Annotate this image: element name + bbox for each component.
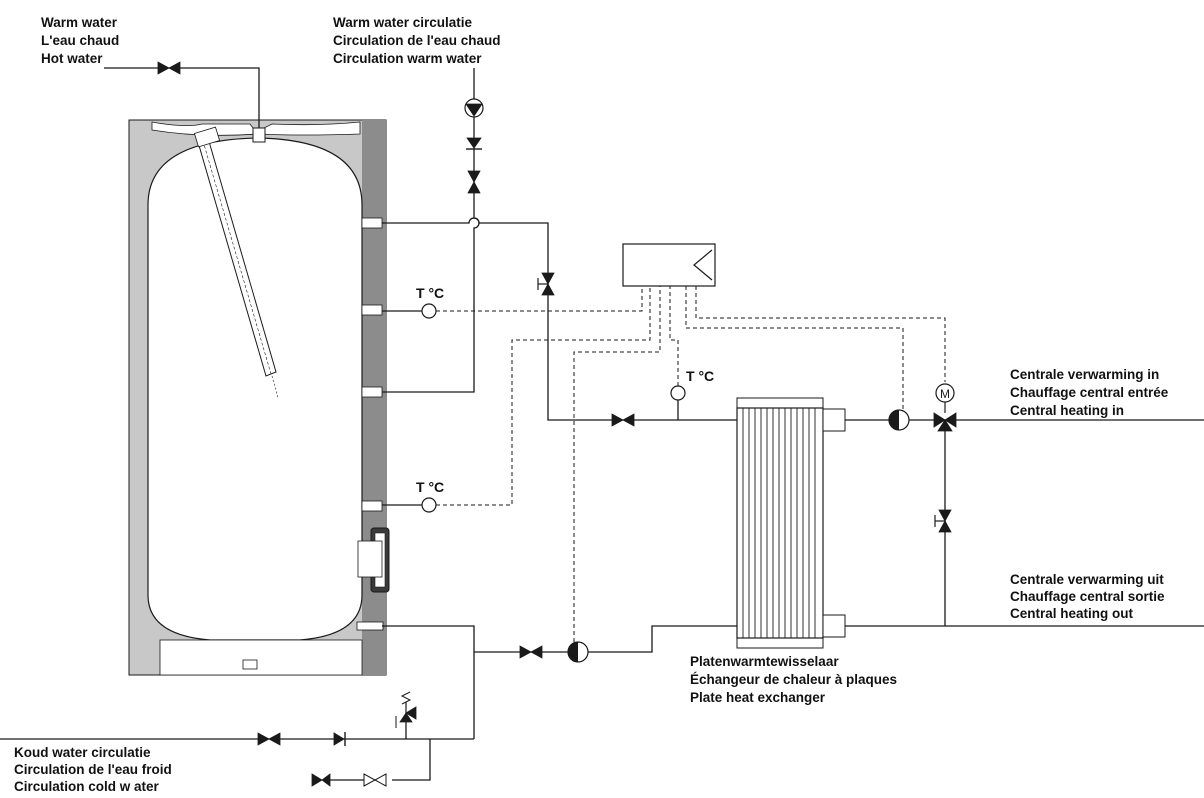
label-hot-water-en: Hot water — [41, 51, 103, 66]
pipe-bottom-to-exchanger — [474, 625, 737, 653]
label-cold-en: Circulation cold w ater — [14, 779, 160, 794]
motor-actuator-label: M — [940, 387, 950, 401]
pump-heating-icon — [888, 409, 910, 431]
valve-bypass-icon — [934, 509, 952, 533]
signal-tank-bottom-sensor — [436, 286, 651, 506]
pipe-drain-branch — [392, 739, 431, 781]
label-hot-water: Warm water L'eau chaud Hot water — [41, 15, 119, 66]
sensor-tank-top-icon — [421, 303, 437, 319]
signal-exchanger-sensor — [669, 286, 679, 386]
label-circ-fr: Circulation de l'eau chaud — [333, 33, 501, 48]
controller-unit — [622, 243, 716, 287]
valve-drain-open-icon — [363, 773, 387, 787]
label-ch-out-en: Central heating out — [1010, 606, 1134, 621]
label-ch-out-fr: Chauffage central sortie — [1010, 589, 1165, 604]
plate-heat-exchanger — [736, 397, 846, 649]
label-plate-heat-exchanger: Platenwarmtewisselaar Échangeur de chale… — [690, 654, 897, 705]
label-ch-in-nl: Centrale verwarming in — [1010, 367, 1159, 382]
safety-valve-icon — [395, 691, 417, 728]
pump-primary-icon — [567, 641, 589, 663]
valve-primary-flow-icon — [537, 272, 555, 296]
temp-sensor-tank-bottom: T °C — [416, 479, 444, 513]
valve-exchanger-inlet-icon — [611, 413, 635, 427]
check-valve-circulation-icon — [466, 137, 482, 150]
valve-hot-water-icon — [157, 61, 181, 75]
label-phe-nl: Platenwarmtewisselaar — [690, 654, 839, 669]
signal-tank-top-sensor — [436, 286, 643, 312]
pipe-circulation-return — [382, 68, 480, 393]
check-valve-cold-water-icon — [333, 732, 346, 746]
drain-valve-icon — [311, 773, 331, 787]
label-phe-en: Plate heat exchanger — [690, 690, 826, 705]
signal-mixing-valve — [695, 286, 946, 382]
control-wiring — [436, 286, 946, 642]
label-circ-nl: Warm water circulatie — [333, 15, 473, 30]
heating-element-flange — [357, 527, 390, 593]
pipe-hot-water — [104, 67, 260, 128]
pump-circulation-icon — [464, 98, 484, 118]
temp-sensor-exchanger: T °C — [670, 368, 714, 401]
label-ch-in-en: Central heating in — [1010, 403, 1124, 418]
signal-pump-heating — [685, 286, 904, 412]
anode-rod — [193, 126, 279, 399]
label-cold-fr: Circulation de l'eau froid — [14, 762, 172, 777]
label-circ-en: Circulation warm water — [333, 51, 482, 66]
pipe-tank-bottom — [382, 625, 475, 739]
valve-primary-return-icon — [519, 645, 543, 659]
mixing-valve-icon — [933, 402, 957, 432]
label-central-heating-in: Centrale verwarming in Chauffage central… — [1010, 367, 1169, 418]
label-hot-water-nl: Warm water — [41, 15, 118, 30]
valve-cold-water-icon — [257, 732, 281, 746]
temp-sensor-tank-top: T °C — [416, 285, 444, 319]
sensor-tank-bottom-icon — [421, 497, 437, 513]
label-cold-nl: Koud water circulatie — [14, 745, 151, 760]
storage-tank — [128, 119, 390, 676]
sensor-exchanger-label: T °C — [686, 368, 714, 384]
sensor-tank-bottom-label: T °C — [416, 479, 444, 495]
label-ch-in-fr: Chauffage central entrée — [1010, 385, 1169, 400]
valve-circulation-icon — [467, 170, 481, 194]
label-hot-water-fr: L'eau chaud — [41, 33, 119, 48]
sensor-tank-top-label: T °C — [416, 285, 444, 301]
tank-body — [147, 137, 363, 641]
tank-top-outlet — [252, 127, 266, 143]
label-ch-out-nl: Centrale verwarming uit — [1010, 572, 1164, 587]
pipe-tank-to-exchanger — [382, 217, 737, 421]
sensor-exchanger-icon — [670, 385, 686, 401]
label-central-heating-out: Centrale verwarming uit Chauffage centra… — [1010, 572, 1165, 621]
label-phe-fr: Échangeur de chaleur à plaques — [690, 672, 897, 687]
signal-pump-primary — [573, 286, 661, 642]
label-cold-water-circulation: Koud water circulatie Circulation de l'e… — [14, 745, 172, 794]
tank-drain — [242, 659, 258, 670]
motor-actuator-icon: M — [935, 383, 955, 403]
tank-base — [159, 639, 363, 676]
label-hot-water-circulation: Warm water circulatie Circulation de l'e… — [333, 15, 501, 66]
